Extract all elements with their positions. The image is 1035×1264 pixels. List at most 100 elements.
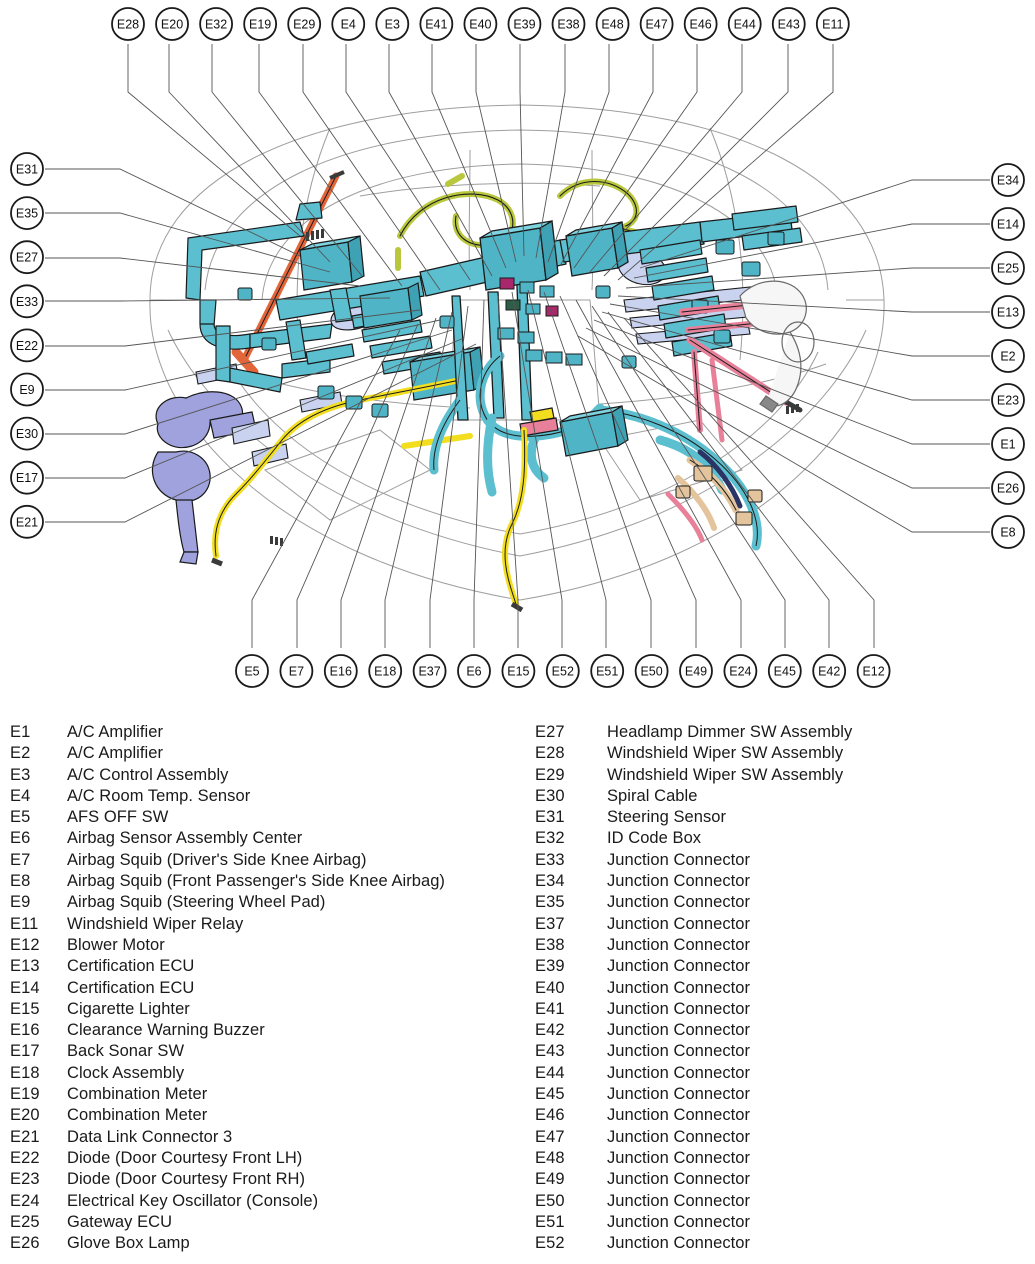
callout-circle[interactable] bbox=[815, 7, 850, 41]
callout-circle[interactable] bbox=[812, 654, 847, 688]
callout-e41[interactable]: E41 bbox=[419, 7, 454, 41]
callout-circle[interactable] bbox=[679, 654, 713, 688]
callout-e37[interactable]: E37 bbox=[412, 654, 447, 688]
callout-e11[interactable]: E11 bbox=[815, 7, 850, 41]
callout-e6[interactable]: E6 bbox=[457, 654, 491, 688]
callout-circle[interactable] bbox=[10, 372, 44, 407]
callout-e12[interactable]: E12 bbox=[856, 654, 891, 688]
callout-circle[interactable] bbox=[368, 654, 403, 688]
callout-e13[interactable]: E13 bbox=[991, 295, 1025, 329]
callout-e1[interactable]: E1 bbox=[991, 427, 1025, 461]
callout-circle[interactable] bbox=[287, 7, 322, 41]
callout-circle[interactable] bbox=[501, 654, 536, 688]
callout-e3[interactable]: E3 bbox=[375, 7, 410, 41]
callout-circle[interactable] bbox=[991, 427, 1025, 461]
callout-e42[interactable]: E42 bbox=[812, 654, 847, 688]
callout-e30[interactable]: E30 bbox=[10, 416, 44, 451]
callout-circle[interactable] bbox=[419, 7, 454, 41]
callout-circle[interactable] bbox=[545, 654, 580, 688]
callout-e34[interactable]: E34 bbox=[991, 163, 1025, 197]
callout-e45[interactable]: E45 bbox=[767, 654, 802, 688]
callout-e2[interactable]: E2 bbox=[991, 339, 1025, 373]
callout-e47[interactable]: E47 bbox=[639, 7, 674, 41]
callout-circle[interactable] bbox=[991, 471, 1025, 505]
callout-e24[interactable]: E24 bbox=[723, 654, 758, 688]
callout-e33[interactable]: E33 bbox=[10, 284, 44, 319]
callout-circle[interactable] bbox=[10, 416, 44, 451]
callout-circle[interactable] bbox=[551, 7, 586, 41]
callout-circle[interactable] bbox=[991, 163, 1025, 197]
callout-e17[interactable]: E17 bbox=[10, 460, 44, 495]
callout-circle[interactable] bbox=[991, 295, 1025, 329]
callout-circle[interactable] bbox=[590, 654, 625, 688]
callout-e46[interactable]: E46 bbox=[683, 7, 718, 41]
callout-e29[interactable]: E29 bbox=[287, 7, 322, 41]
callout-circle[interactable] bbox=[727, 7, 762, 41]
callout-e40[interactable]: E40 bbox=[463, 7, 498, 41]
callout-e18[interactable]: E18 bbox=[368, 654, 403, 688]
callout-e15[interactable]: E15 bbox=[501, 654, 536, 688]
callout-circle[interactable] bbox=[111, 7, 145, 41]
callout-circle[interactable] bbox=[10, 460, 44, 495]
callout-circle[interactable] bbox=[639, 7, 674, 41]
callout-e26[interactable]: E26 bbox=[991, 471, 1025, 505]
callout-e28[interactable]: E28 bbox=[111, 7, 145, 41]
callout-e38[interactable]: E38 bbox=[551, 7, 586, 41]
callout-circle[interactable] bbox=[279, 654, 314, 688]
callout-circle[interactable] bbox=[507, 7, 542, 41]
callout-e5[interactable]: E5 bbox=[235, 654, 269, 688]
callout-circle[interactable] bbox=[10, 504, 44, 539]
callout-e48[interactable]: E48 bbox=[595, 7, 630, 41]
callout-e8[interactable]: E8 bbox=[991, 515, 1025, 549]
callout-circle[interactable] bbox=[991, 251, 1025, 285]
callout-circle[interactable] bbox=[457, 654, 491, 688]
callout-circle[interactable] bbox=[991, 383, 1025, 417]
callout-e35[interactable]: E35 bbox=[10, 196, 44, 231]
callout-e32[interactable]: E32 bbox=[199, 7, 234, 41]
callout-circle[interactable] bbox=[683, 7, 718, 41]
callout-circle[interactable] bbox=[375, 7, 410, 41]
callout-circle[interactable] bbox=[856, 654, 891, 688]
callout-e14[interactable]: E14 bbox=[991, 207, 1025, 241]
callout-circle[interactable] bbox=[323, 654, 358, 688]
callout-circle[interactable] bbox=[235, 654, 269, 688]
callout-circle[interactable] bbox=[10, 152, 44, 186]
callout-e52[interactable]: E52 bbox=[545, 654, 580, 688]
callout-e9[interactable]: E9 bbox=[10, 372, 44, 407]
callout-circle[interactable] bbox=[723, 654, 758, 688]
callout-e27[interactable]: E27 bbox=[10, 240, 44, 275]
callout-circle[interactable] bbox=[10, 328, 44, 363]
callout-circle[interactable] bbox=[634, 654, 669, 688]
callout-circle[interactable] bbox=[595, 7, 630, 41]
callout-e39[interactable]: E39 bbox=[507, 7, 542, 41]
callout-circle[interactable] bbox=[412, 654, 447, 688]
callout-circle[interactable] bbox=[767, 654, 802, 688]
callout-e44[interactable]: E44 bbox=[727, 7, 762, 41]
callout-e16[interactable]: E16 bbox=[323, 654, 358, 688]
callout-e22[interactable]: E22 bbox=[10, 328, 44, 363]
callout-circle[interactable] bbox=[243, 7, 278, 41]
callout-e31[interactable]: E31 bbox=[10, 152, 44, 186]
callout-e23[interactable]: E23 bbox=[991, 383, 1025, 417]
callout-circle[interactable] bbox=[991, 515, 1025, 549]
callout-e43[interactable]: E43 bbox=[771, 7, 806, 41]
callout-circle[interactable] bbox=[199, 7, 234, 41]
callout-e50[interactable]: E50 bbox=[634, 654, 669, 688]
callout-e51[interactable]: E51 bbox=[590, 654, 625, 688]
callout-e49[interactable]: E49 bbox=[679, 654, 713, 688]
callout-circle[interactable] bbox=[991, 207, 1025, 241]
callout-e4[interactable]: E4 bbox=[331, 7, 366, 41]
callout-e25[interactable]: E25 bbox=[991, 251, 1025, 285]
callout-circle[interactable] bbox=[10, 196, 44, 231]
callout-circle[interactable] bbox=[10, 240, 44, 275]
callout-circle[interactable] bbox=[463, 7, 498, 41]
callout-circle[interactable] bbox=[155, 7, 189, 41]
callout-circle[interactable] bbox=[771, 7, 806, 41]
callout-e7[interactable]: E7 bbox=[279, 654, 314, 688]
callout-e20[interactable]: E20 bbox=[155, 7, 189, 41]
callout-e19[interactable]: E19 bbox=[243, 7, 278, 41]
callout-e21[interactable]: E21 bbox=[10, 504, 44, 539]
callout-circle[interactable] bbox=[331, 7, 366, 41]
callout-circle[interactable] bbox=[10, 284, 44, 319]
callout-circle[interactable] bbox=[991, 339, 1025, 373]
